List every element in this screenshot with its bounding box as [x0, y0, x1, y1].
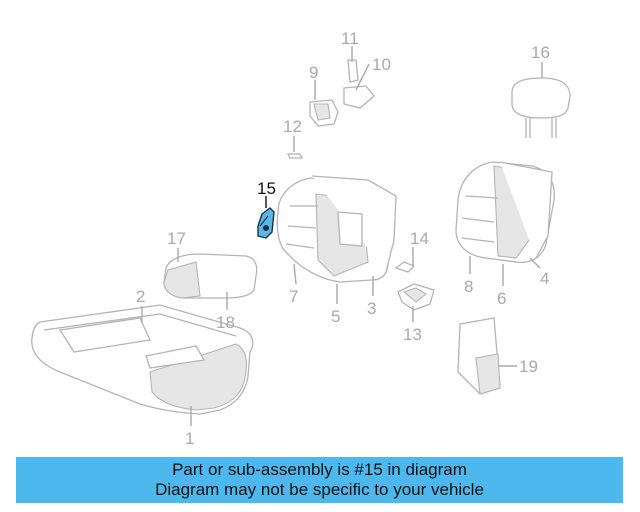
callout-10: 10 [372, 55, 391, 74]
part-15-highlight [257, 207, 275, 239]
callout-15: 15 [257, 179, 276, 198]
callout-18: 18 [216, 313, 235, 332]
callout-16: 16 [531, 43, 550, 62]
leader-lines [141, 46, 543, 426]
left-seat-back [276, 175, 397, 283]
trim-panel [457, 317, 501, 395]
callout-labels: 1 2 3 4 5 6 7 8 9 10 11 12 13 14 15 16 1… [136, 29, 550, 448]
callout-13: 13 [403, 325, 422, 344]
callout-7: 7 [289, 287, 298, 306]
headrest [511, 77, 571, 138]
bracket-parts [394, 261, 435, 311]
seat-cushion [31, 304, 254, 415]
callout-2: 2 [136, 287, 145, 306]
part-info-line: Part or sub-assembly is #15 in diagram [172, 460, 467, 479]
callout-14: 14 [410, 229, 429, 248]
callout-6: 6 [497, 289, 506, 308]
callout-17: 17 [167, 229, 186, 248]
callout-5: 5 [331, 307, 340, 326]
latch-parts [286, 59, 375, 159]
callout-3: 3 [367, 299, 376, 318]
callout-19: 19 [519, 357, 538, 376]
parts-diagram: 1 2 3 4 5 6 7 8 9 10 11 12 13 14 15 16 1… [31, 29, 571, 448]
callout-1: 1 [185, 429, 194, 448]
callout-11: 11 [341, 29, 359, 48]
callout-9: 9 [309, 63, 318, 82]
callout-4: 4 [540, 269, 549, 288]
part-info-banner: Part or sub-assembly is #15 in diagram D… [16, 457, 623, 503]
callout-8: 8 [464, 277, 473, 296]
callout-12: 12 [283, 117, 302, 136]
diagram-disclaimer-line: Diagram may not be specific to your vehi… [155, 480, 484, 499]
armrest [163, 253, 258, 299]
right-seat-back [455, 161, 555, 264]
